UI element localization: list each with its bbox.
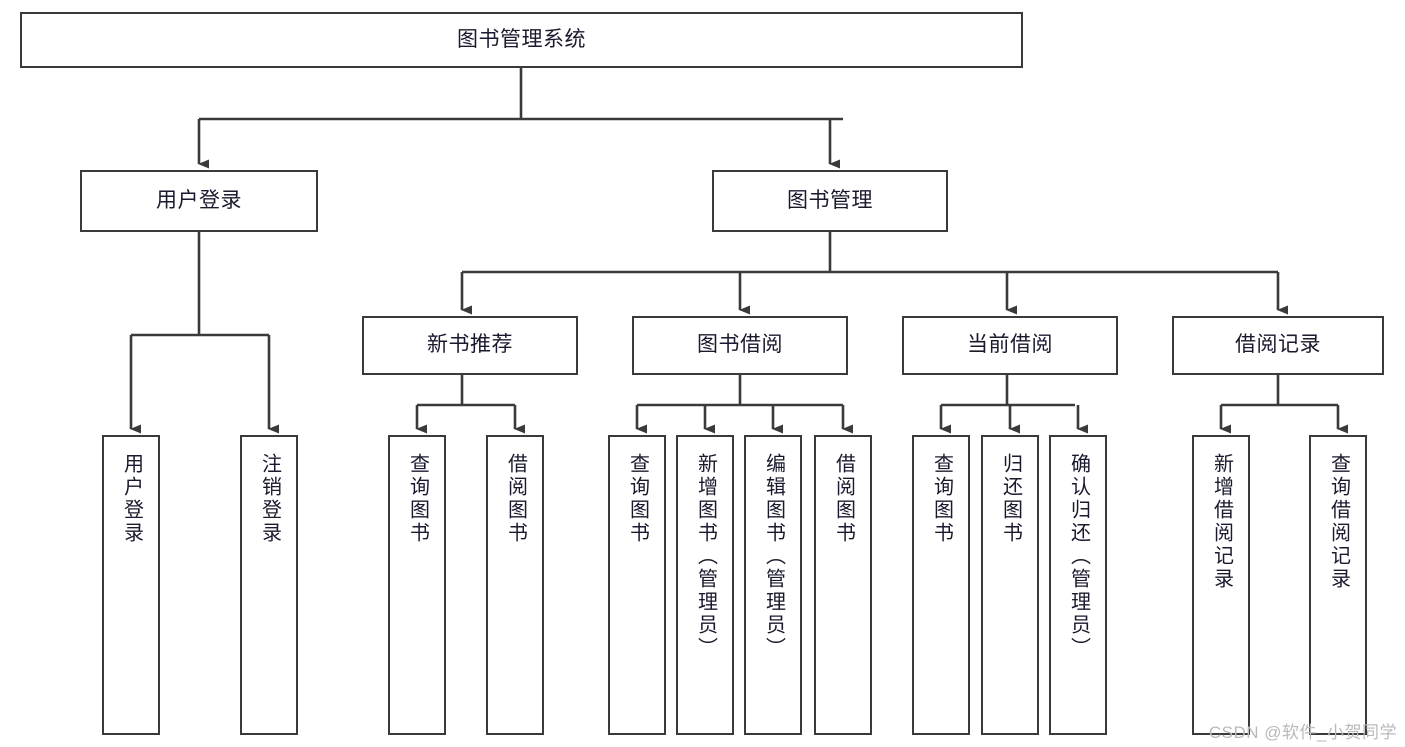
node-label: 图书管理系统 xyxy=(457,27,586,51)
node-leaf-borrow-books[interactable]: 借阅图书 xyxy=(814,435,872,735)
node-leaf-edit-book-admin[interactable]: 编辑图书（管理员） xyxy=(744,435,802,735)
node-leaf-return-books[interactable]: 归还图书 xyxy=(981,435,1039,735)
node-leaf-add-book-admin[interactable]: 新增图书（管理员） xyxy=(676,435,734,735)
node-label: 确认归还（管理员） xyxy=(1067,453,1090,660)
node-label: 图书管理 xyxy=(787,188,873,212)
node-leaf-query-books-new[interactable]: 查询图书 xyxy=(388,435,446,735)
node-root-book-management-system[interactable]: 图书管理系统 xyxy=(20,12,1023,68)
node-label: 借阅图书 xyxy=(504,453,527,545)
node-leaf-logout[interactable]: 注销登录 xyxy=(240,435,298,735)
node-label: 归还图书 xyxy=(999,453,1022,545)
node-book-management[interactable]: 图书管理 xyxy=(712,170,948,232)
node-label: 查询借阅记录 xyxy=(1327,453,1350,591)
node-user-login[interactable]: 用户登录 xyxy=(80,170,318,232)
node-label: 新增借阅记录 xyxy=(1210,453,1233,591)
node-label: 图书借阅 xyxy=(697,333,783,357)
node-leaf-add-borrow-record[interactable]: 新增借阅记录 xyxy=(1192,435,1250,735)
node-label: 查询图书 xyxy=(406,453,429,545)
node-leaf-query-borrow-record[interactable]: 查询借阅记录 xyxy=(1309,435,1367,735)
node-label: 当前借阅 xyxy=(967,333,1053,357)
node-label: 新书推荐 xyxy=(427,333,513,357)
node-leaf-confirm-return-admin[interactable]: 确认归还（管理员） xyxy=(1049,435,1107,735)
node-label: 借阅图书 xyxy=(832,453,855,545)
node-label: 注销登录 xyxy=(258,453,281,545)
node-label: 用户登录 xyxy=(120,453,143,545)
node-leaf-query-books-current[interactable]: 查询图书 xyxy=(912,435,970,735)
csdn-watermark: CSDN @软件_小贺同学 xyxy=(1208,723,1397,742)
node-borrowing-record[interactable]: 借阅记录 xyxy=(1172,316,1384,375)
node-label: 查询图书 xyxy=(930,453,953,545)
node-leaf-query-books-borrow[interactable]: 查询图书 xyxy=(608,435,666,735)
node-label: 新增图书（管理员） xyxy=(694,453,717,660)
node-label: 编辑图书（管理员） xyxy=(762,453,785,660)
node-book-borrowing[interactable]: 图书借阅 xyxy=(632,316,848,375)
node-new-book-recommendation[interactable]: 新书推荐 xyxy=(362,316,578,375)
node-current-borrowing[interactable]: 当前借阅 xyxy=(902,316,1118,375)
node-label: 用户登录 xyxy=(156,188,242,212)
node-leaf-user-login[interactable]: 用户登录 xyxy=(102,435,160,735)
node-label: 借阅记录 xyxy=(1235,333,1321,357)
node-label: 查询图书 xyxy=(626,453,649,545)
node-leaf-borrow-books-new[interactable]: 借阅图书 xyxy=(486,435,544,735)
